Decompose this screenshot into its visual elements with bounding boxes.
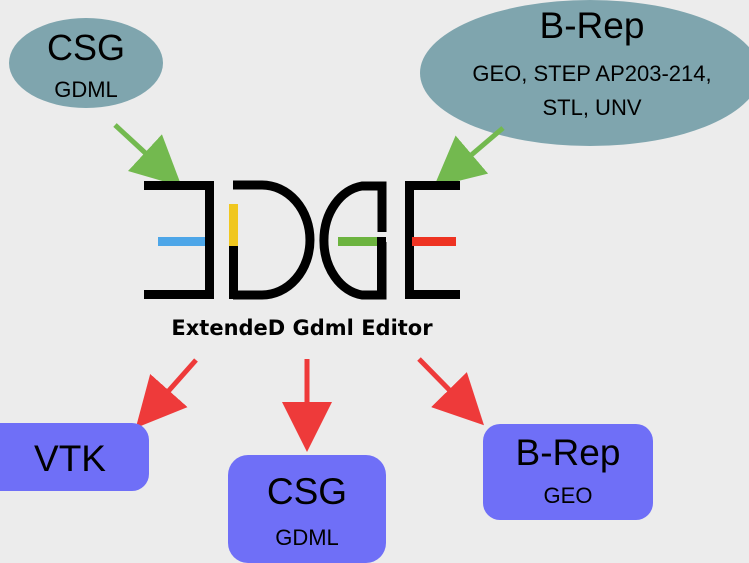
output-brep-box — [483, 424, 653, 520]
output-csg-node: CSG GDML — [228, 455, 386, 563]
output-csg-subtitle: GDML — [275, 525, 339, 550]
logo-g-stem — [377, 237, 386, 299]
output-vtk-box — [0, 423, 149, 491]
input-brep-title: B-Rep — [540, 5, 645, 46]
output-arrow-brep — [417, 357, 485, 426]
input-csg-node: CSG GDML — [9, 18, 163, 108]
output-brep-title: B-Rep — [516, 432, 621, 473]
logo-letter-g — [319, 181, 387, 300]
logo-accent-blue — [158, 237, 205, 246]
logo-accent-red — [412, 237, 456, 246]
output-brep-node: B-Rep GEO — [483, 424, 653, 520]
input-arrow-csg — [113, 123, 182, 187]
logo-accent-green — [338, 237, 382, 246]
input-arrow-brep — [433, 126, 505, 187]
output-csg-box — [228, 455, 386, 563]
input-csg-ellipse — [9, 18, 163, 108]
edge-logo: ExtendeD Gdml Editor — [144, 180, 460, 340]
output-arrow-vtk — [135, 358, 198, 428]
input-brep-line2: STL, UNV — [542, 95, 641, 120]
input-brep-ellipse — [420, 0, 749, 146]
logo-accent-yellow — [229, 204, 238, 246]
output-csg-title: CSG — [267, 471, 347, 512]
logo-subtitle: ExtendeD Gdml Editor — [171, 316, 433, 340]
input-csg-title: CSG — [47, 27, 125, 68]
output-brep-subtitle: GEO — [544, 483, 593, 508]
logo-letter-d — [229, 180, 315, 300]
logo-letter-e-mirrored — [144, 181, 214, 299]
output-vtk-node: VTK — [0, 423, 149, 491]
input-brep-node: B-Rep GEO, STEP AP203-214, STL, UNV — [420, 0, 749, 146]
input-brep-line1: GEO, STEP AP203-214, — [472, 61, 711, 86]
input-csg-subtitle: GDML — [54, 77, 118, 102]
logo-letter-e — [405, 181, 460, 299]
output-vtk-title: VTK — [34, 438, 106, 479]
